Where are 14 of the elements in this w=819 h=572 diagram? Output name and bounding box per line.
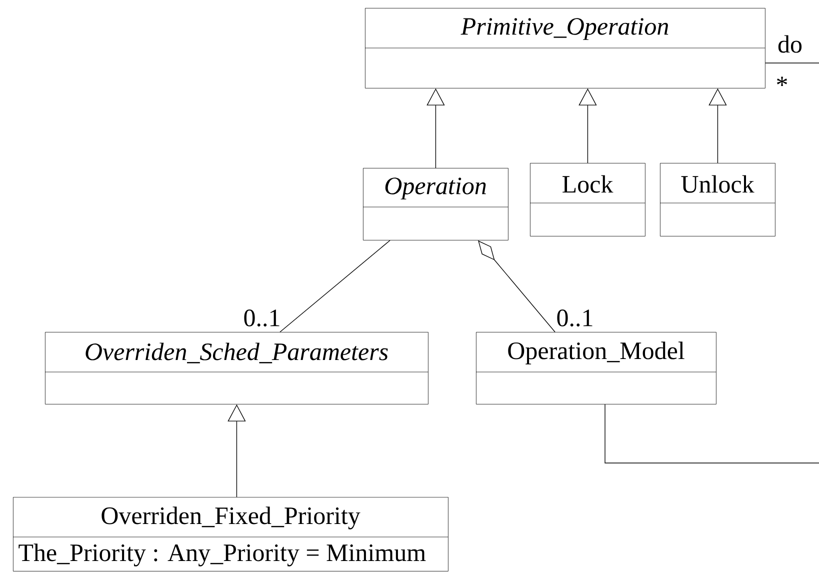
class-box: Operation_Model [476,332,716,404]
class-box: Lock [530,163,646,236]
association-line [765,62,819,64]
class-box: Unlock [660,163,776,236]
class-box: Operation [362,168,508,240]
association-line [280,240,390,332]
multiplicity-label: 0..1 [244,310,280,326]
multiplicity-label: 0..1 [557,310,592,326]
multiplicity-label: * [776,76,788,86]
association-line [604,404,819,464]
class-box: Overriden_Sched_Parameters [44,332,428,404]
class-box: Primitive_Operation [364,8,766,88]
multiplicity-label: do [778,35,802,53]
class-box: Overriden_Fixed_Priority The_Priority : Any_Priority = Minimum [12,497,448,572]
